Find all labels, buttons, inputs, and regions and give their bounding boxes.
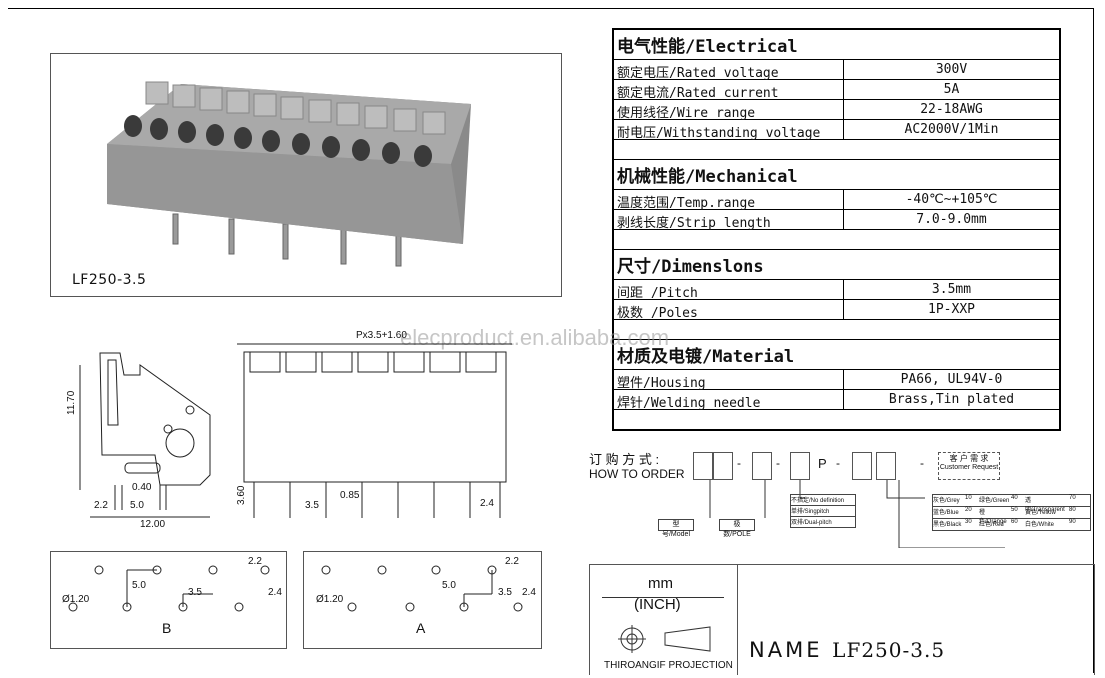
spec-row: 温度范围/Temp.range-40℃~+105℃ — [614, 190, 1059, 211]
projection-symbol-icon — [618, 625, 711, 653]
order-box — [876, 452, 896, 480]
order-box — [790, 452, 810, 480]
dim-24: 2.4 — [480, 498, 494, 509]
spec-blank-row — [614, 140, 1059, 160]
order-p: P — [818, 456, 827, 471]
material-header: 材质及电镀/Material — [614, 340, 1059, 370]
pcb-b-holes — [68, 565, 270, 612]
pcb-b-label: B — [162, 620, 172, 636]
unit-inch: (INCH) — [634, 596, 681, 613]
dim-pitch-formula: Px3.5+1.60 — [356, 330, 407, 341]
order-title: 订 购 方 式 : — [589, 452, 660, 467]
dim-height: 11.70 — [66, 390, 77, 415]
side-view-drawing — [79, 352, 211, 518]
pcb-a-35: 3.5 — [498, 587, 512, 598]
dimensions-header: 尺寸/Dimenslons — [614, 250, 1059, 280]
pcb-b-hole: Ø1.20 — [62, 594, 90, 605]
dim-22: 2.2 — [94, 500, 108, 511]
dim-width: 12.00 — [140, 519, 166, 530]
watermark: elecproduct.en.alibaba.com — [400, 325, 670, 350]
order-box — [752, 452, 772, 480]
drawing-frame — [8, 8, 1094, 673]
pcb-b-35: 3.5 — [188, 587, 202, 598]
pcb-a-22: 2.2 — [505, 556, 519, 567]
projection-label: THIROANGIF PROJECTION — [604, 660, 733, 671]
electrical-header: 电气性能/Electrical — [614, 30, 1059, 60]
pcb-layout-b — [50, 551, 287, 649]
unit-mm: mm — [648, 575, 673, 592]
dim-085: 0.85 — [340, 490, 360, 501]
mechanical-header: 机械性能/Mechanical — [614, 160, 1059, 190]
pcb-layout-a — [303, 551, 542, 649]
pcb-a-holes — [321, 565, 523, 612]
order-box — [693, 452, 713, 480]
order-subtitle: HOW TO ORDER — [589, 467, 685, 481]
dim-360: 3.60 — [236, 485, 247, 505]
order-model: 型号/Model — [658, 519, 694, 538]
spec-blank-row — [614, 320, 1059, 340]
spec-blank-row — [614, 410, 1059, 429]
pcb-a-50: 5.0 — [442, 580, 456, 591]
front-view-drawing — [237, 343, 512, 518]
pcb-a-hole: Ø1.20 — [316, 594, 344, 605]
order-box — [713, 452, 733, 480]
dim-50: 5.0 — [130, 500, 144, 511]
part-name: NAME LF250-3.5 — [749, 638, 946, 662]
dim-040: 0.40 — [132, 482, 152, 493]
pcb-b-50: 5.0 — [132, 580, 146, 591]
title-block: mm (INCH) THIROANGIF PROJECTION — [589, 564, 1095, 675]
dim-35: 3.5 — [305, 500, 319, 511]
product-photo-box — [50, 53, 562, 297]
spec-blank-row — [614, 230, 1059, 250]
order-pitch-options: 不指定/No definition 单排/Singpitch 双排/Dual-p… — [790, 494, 856, 528]
pcb-a-label: A — [416, 620, 426, 636]
pcb-a-24: 2.4 — [522, 587, 536, 598]
order-pole: 极数/POLE — [719, 519, 755, 538]
order-box — [852, 452, 872, 480]
pcb-b-24: 2.4 — [268, 587, 282, 598]
photo-caption: LF250-3.5 — [72, 272, 147, 288]
order-connectors — [709, 480, 1005, 548]
pcb-b-22: 2.2 — [248, 556, 262, 567]
product-photo — [107, 81, 471, 267]
customer-box: 客 户 需 求 Customer Request — [938, 452, 1000, 480]
